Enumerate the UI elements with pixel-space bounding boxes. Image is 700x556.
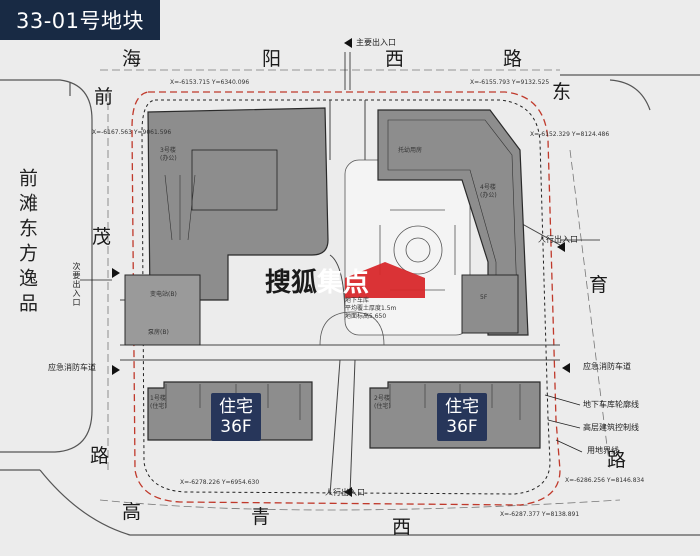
building-1-label: 1号楼 bbox=[150, 395, 166, 402]
watermark-house-icon bbox=[345, 262, 425, 298]
road-char-south-east: 路 bbox=[607, 449, 627, 471]
building-3-core bbox=[191, 149, 278, 211]
pedestrian-entrance-east-label: 人行出入口 bbox=[538, 235, 578, 244]
building-1-lines bbox=[165, 384, 301, 420]
legend-tower-control: 高层建筑控制线 bbox=[583, 423, 639, 432]
residential-badge-1: 住宅 36F bbox=[211, 393, 261, 441]
annex-west bbox=[124, 274, 201, 346]
road-char-north-1: 海 bbox=[122, 48, 142, 70]
road-char-north-4: 路 bbox=[503, 48, 523, 70]
building-3-label: 3号楼 bbox=[160, 147, 176, 154]
emergency-lane-west-label: 应急消防车道 bbox=[48, 363, 96, 372]
building-5f bbox=[461, 274, 519, 334]
underground-title: 地下车库 bbox=[345, 297, 370, 304]
main-entrance-label: 主要出入口 bbox=[356, 38, 396, 47]
legend-leaders bbox=[544, 394, 583, 453]
pump-label: 泵房(B) bbox=[148, 329, 169, 336]
transformer-label: 变电站(B) bbox=[150, 291, 177, 298]
watermark-part-2: 集点 bbox=[317, 268, 370, 298]
building-4-use: (办公) bbox=[480, 192, 497, 199]
building-3 bbox=[147, 107, 329, 301]
building-2-lines bbox=[389, 384, 521, 420]
residential-badge-2: 住宅 36F bbox=[437, 393, 487, 441]
pedestrian-entrance-south-label: 人行出入口 bbox=[325, 488, 365, 497]
road-char-west-lower: 路 bbox=[90, 445, 110, 467]
building-3-use: (办公) bbox=[160, 155, 177, 162]
building-3-roof-lines bbox=[164, 174, 196, 241]
coord-sw: X=-6278.226 Y=6954.630 bbox=[180, 479, 260, 486]
kindergarten-label: 托幼用房 bbox=[398, 147, 423, 154]
coord-se2: X=-6287.377 Y=8138.891 bbox=[500, 511, 580, 518]
watermark-part-1: 搜狐 bbox=[265, 268, 318, 298]
road-char-east-2: 育 bbox=[589, 274, 609, 296]
residential-badge-1-type: 住宅 bbox=[219, 397, 253, 417]
underground-line-2: 地面标高5.650 bbox=[345, 313, 387, 320]
site-boundary bbox=[131, 91, 561, 506]
page-title: 33-01号地块 bbox=[15, 9, 145, 33]
road-char-south-west: 高 bbox=[122, 501, 142, 523]
dimension-ticks bbox=[80, 52, 600, 281]
neighbor-outline bbox=[0, 74, 700, 536]
residential-badge-2-type: 住宅 bbox=[445, 397, 479, 417]
legend-boundary: 用地界线 bbox=[587, 446, 619, 455]
residential-badge-1-floors: 36F bbox=[220, 417, 252, 437]
emergency-lane-east-label: 应急消防车道 bbox=[583, 362, 631, 371]
coord-e1: X=-6152.329 Y=8124.486 bbox=[530, 131, 610, 138]
building-1-use: (住宅) bbox=[150, 403, 167, 410]
road-char-south-1: 青 bbox=[251, 506, 271, 528]
road-char-west: 茂 bbox=[92, 226, 112, 248]
coord-nw: X=-6153.715 Y=6340.096 bbox=[170, 79, 250, 86]
road-centrelines bbox=[99, 69, 621, 511]
entrance-arrows bbox=[112, 38, 570, 497]
coord-ne: X=-6155.793 Y=9132.525 bbox=[470, 79, 550, 86]
coord-w1: X=-6167.563 Y=9061.596 bbox=[92, 129, 172, 136]
road-char-northwest: 前 bbox=[94, 86, 114, 108]
road-char-south-2: 西 bbox=[392, 516, 412, 538]
coord-se: X=-6286.256 Y=8146.834 bbox=[565, 477, 645, 484]
road-char-north-3: 西 bbox=[385, 48, 405, 70]
secondary-entrance-label: 次要出入口 bbox=[72, 262, 81, 307]
neighbor-name: 前滩东方逸品 bbox=[16, 168, 38, 318]
residential-badge-2-floors: 36F bbox=[446, 417, 478, 437]
control-line bbox=[141, 99, 551, 495]
title-box: 33-01号地块 bbox=[0, 0, 160, 40]
building-2-use: (住宅) bbox=[374, 403, 391, 410]
legend-underground-line: 地下车库轮廓线 bbox=[583, 400, 639, 409]
underground-line-1: 平均覆土厚度1.5m bbox=[345, 305, 397, 312]
road-char-east-1: 东 bbox=[552, 81, 572, 103]
building-5f-label: 5F bbox=[480, 294, 488, 301]
road-char-north-2: 阳 bbox=[262, 48, 282, 70]
building-4-label: 4号楼 bbox=[480, 184, 496, 191]
building-2-label: 2号楼 bbox=[374, 395, 390, 402]
watermark: 搜狐集点 bbox=[265, 270, 369, 296]
